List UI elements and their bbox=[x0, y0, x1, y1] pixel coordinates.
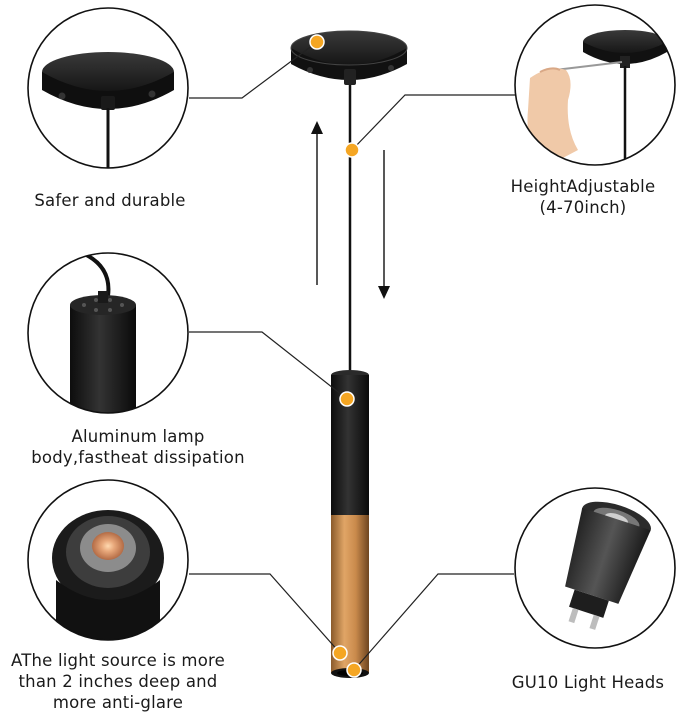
caption-height-line2: (4-70inch) bbox=[539, 198, 627, 217]
detail-gu10-circle bbox=[514, 487, 676, 649]
caption-height-adjustable: HeightAdjustable (4-70inch) bbox=[498, 176, 668, 218]
caption-light-line3: more anti-glare bbox=[52, 693, 184, 712]
caption-gu10-text: GU10 Light Heads bbox=[511, 673, 665, 692]
detail-height-circle bbox=[514, 4, 676, 166]
marker-cord bbox=[344, 142, 360, 158]
detail-canopy-circle bbox=[27, 7, 189, 169]
detail-body-circle bbox=[27, 252, 189, 414]
marker-bottom-left bbox=[332, 645, 348, 661]
caption-light-line1: AThe light source is more bbox=[11, 651, 225, 670]
caption-light-line2: than 2 inches deep and bbox=[18, 672, 218, 691]
leader-lines bbox=[189, 41, 515, 671]
caption-safer-durable: Safer and durable bbox=[22, 190, 198, 211]
markers bbox=[309, 34, 362, 678]
ceiling-canopy bbox=[290, 30, 408, 85]
caption-aluminum-line1: Aluminum lamp bbox=[71, 427, 205, 446]
pendant-lamp bbox=[290, 30, 408, 678]
caption-light-source: AThe light source is more than 2 inches … bbox=[0, 650, 236, 713]
lamp-body bbox=[331, 370, 369, 678]
leader-line-light bbox=[189, 573, 341, 654]
marker-body bbox=[339, 391, 355, 407]
leader-line-safer bbox=[189, 41, 318, 99]
marker-canopy bbox=[309, 34, 325, 50]
caption-aluminum-body: Aluminum lamp body,fastheat dissipation bbox=[30, 426, 246, 468]
leader-line-gu10 bbox=[353, 573, 514, 671]
leader-line-height bbox=[351, 94, 515, 151]
caption-safer-text: Safer and durable bbox=[34, 191, 186, 210]
marker-bottom-right bbox=[346, 662, 362, 678]
leader-line-aluminum bbox=[189, 331, 348, 400]
height-adjust-arrows bbox=[311, 121, 390, 299]
detail-light-source-circle bbox=[27, 479, 189, 641]
caption-height-line1: HeightAdjustable bbox=[510, 177, 656, 196]
caption-aluminum-line2: body,fastheat dissipation bbox=[31, 448, 245, 467]
caption-gu10-light-heads: GU10 Light Heads bbox=[500, 672, 676, 693]
